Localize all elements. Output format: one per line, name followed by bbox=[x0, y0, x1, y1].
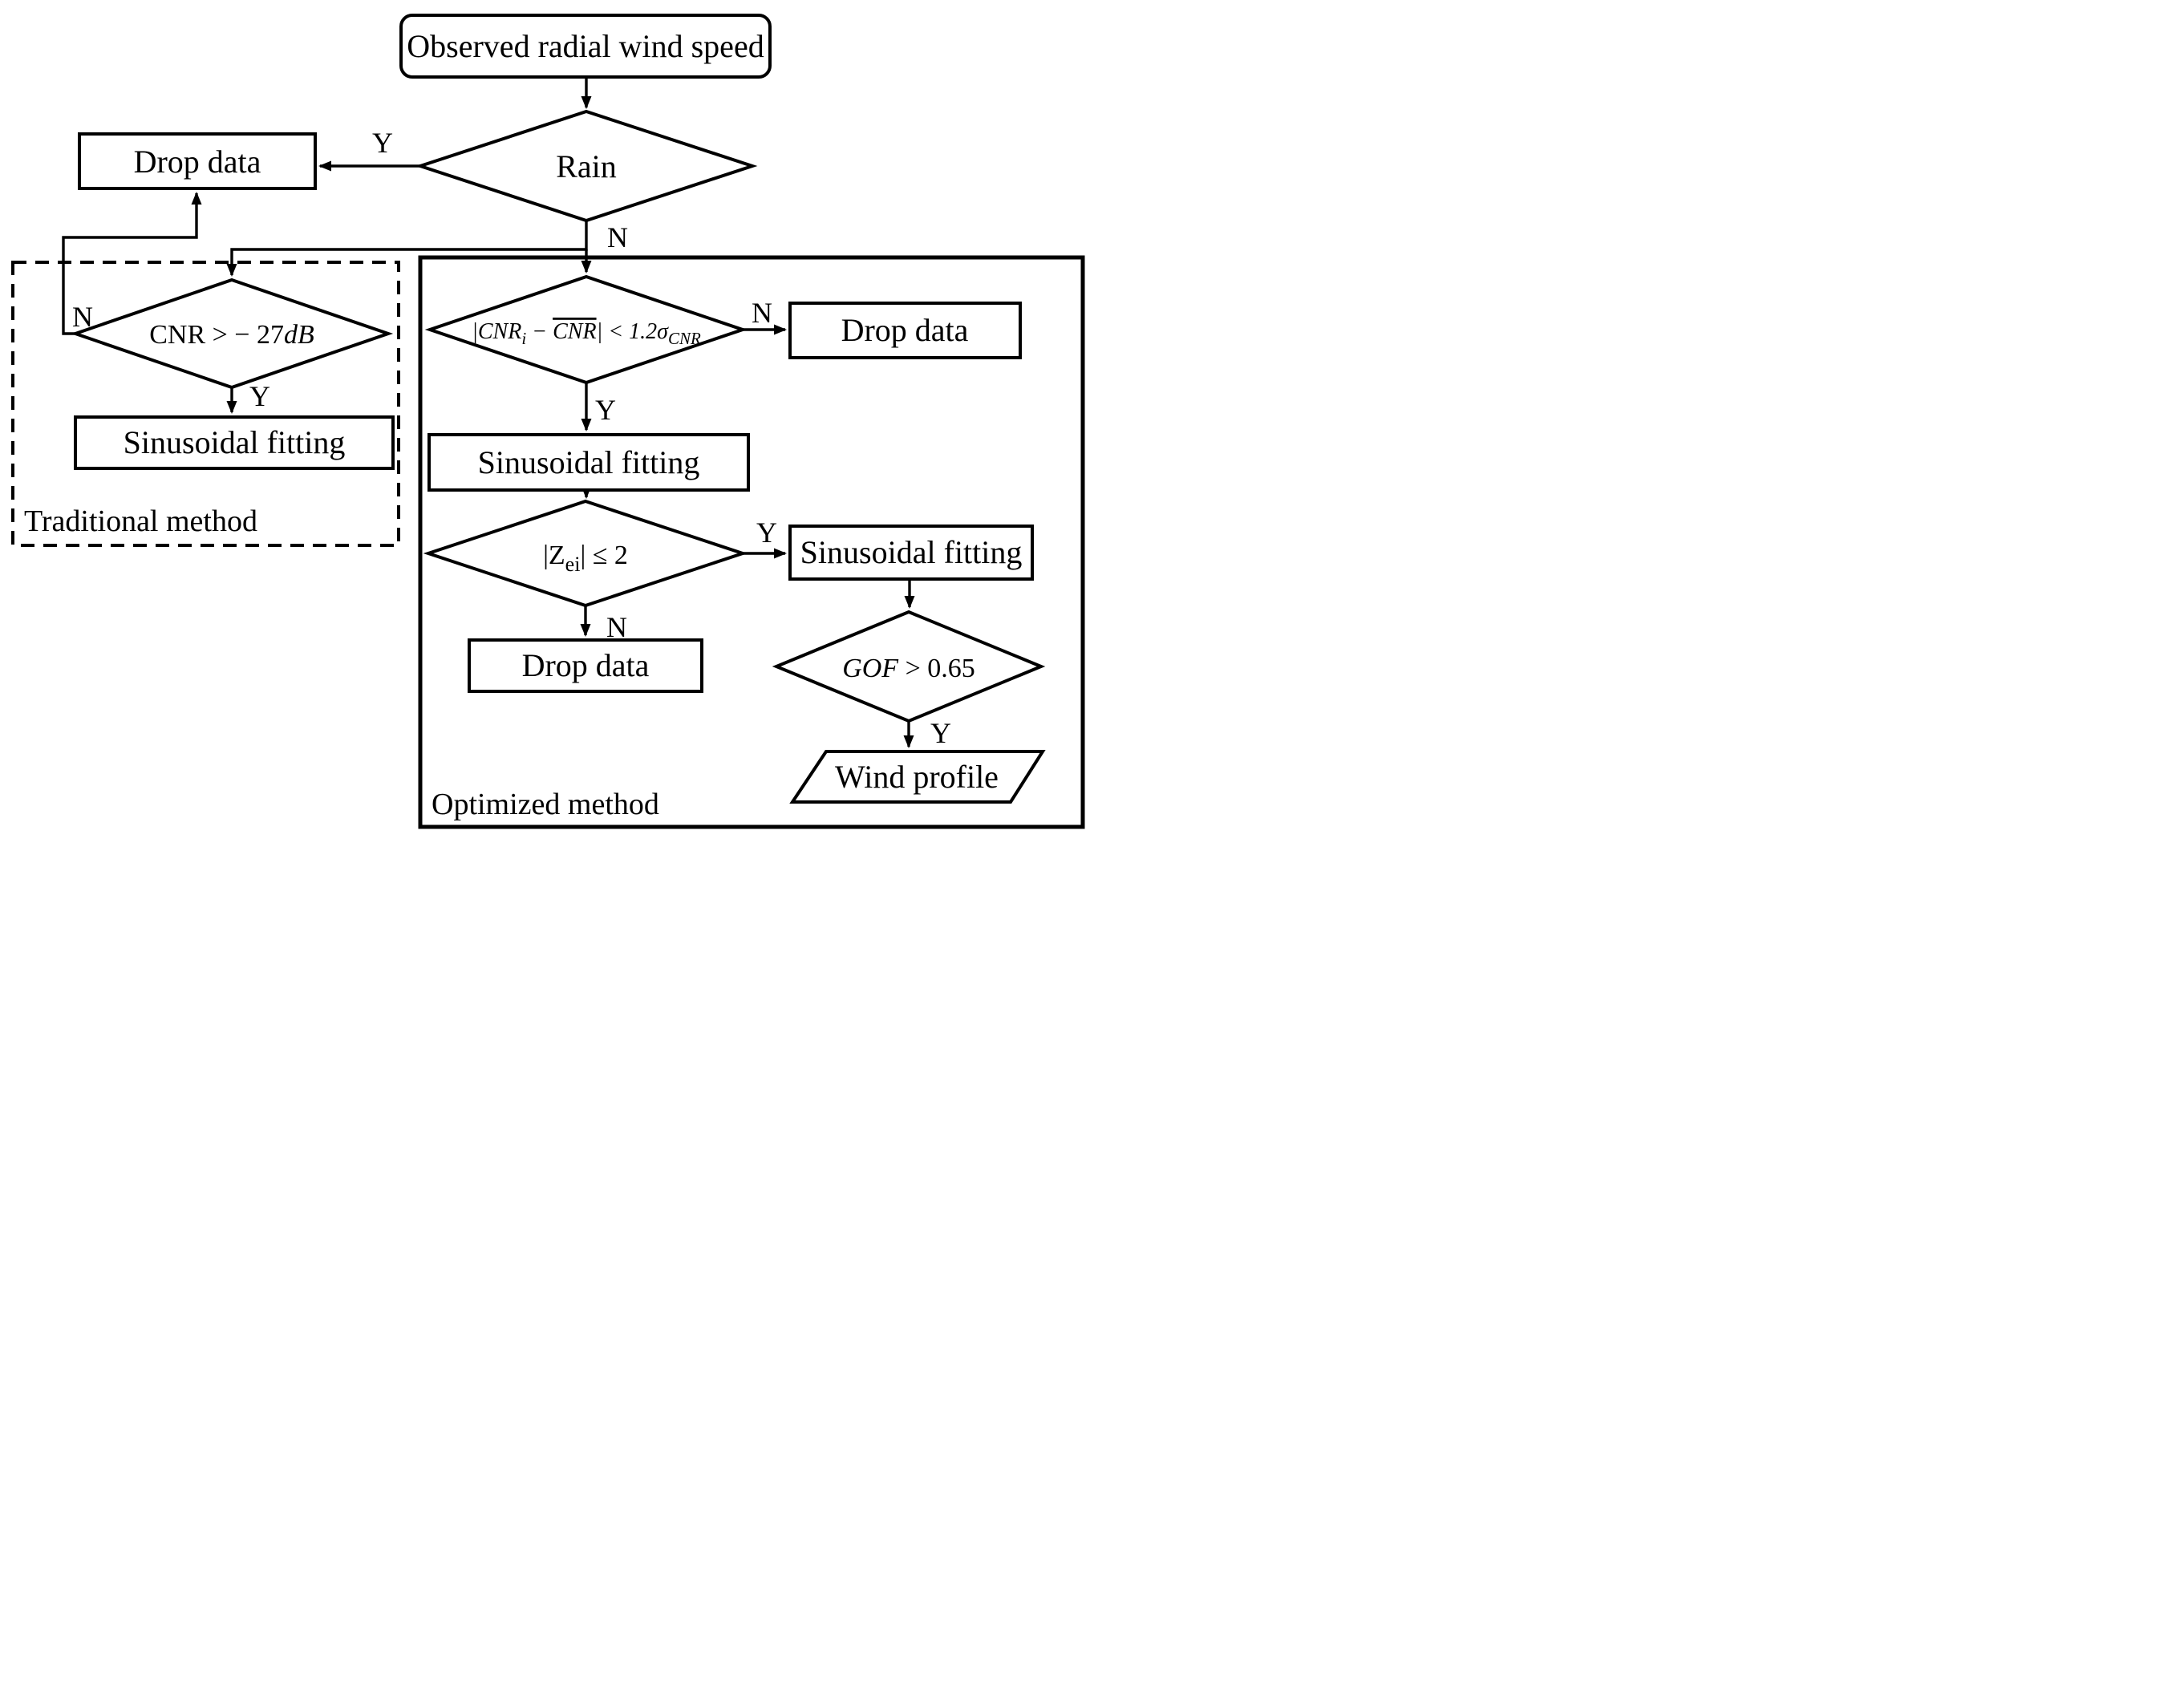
edge-cnr-no-to-drop bbox=[62, 192, 202, 335]
sinusoidal-fitting-optimized-2-label: Sinusoidal fitting bbox=[800, 534, 1023, 570]
cnri-open: |CNR bbox=[472, 319, 521, 344]
gof-italic: GOF bbox=[842, 654, 899, 683]
cnri-subscript-i: i bbox=[521, 329, 526, 348]
cnr-threshold-decision-diamond bbox=[70, 277, 394, 390]
sinusoidal-fitting-box-traditional bbox=[74, 415, 395, 470]
cnr-threshold-roman: CNR > − 27 bbox=[149, 320, 284, 350]
cnri-sigma-subscript: CNR bbox=[668, 329, 701, 348]
cnr-no-label: N bbox=[72, 301, 93, 333]
sinusoidal-fitting-traditional-label: Sinusoidal fitting bbox=[124, 424, 346, 460]
cnri-minus: − bbox=[526, 319, 553, 344]
z-score-label: |Zei| ≤ 2 bbox=[543, 541, 628, 576]
cnr-threshold-italic: dB bbox=[284, 320, 314, 350]
rain-no-label: N bbox=[607, 221, 628, 253]
gof-yes-label: Y bbox=[930, 717, 951, 749]
traditional-method-frame bbox=[11, 261, 400, 547]
wind-profile-output-parallelogram bbox=[789, 750, 1046, 804]
flowchart-svg: Observed radial wind speed Rain Drop dat… bbox=[11, 14, 1085, 829]
start-node-observed-radial-wind-speed bbox=[399, 14, 772, 79]
z-no-label: N bbox=[606, 611, 627, 643]
sinusoidal-fitting-box-optimized-1 bbox=[427, 433, 750, 492]
optimized-method-label: Optimized method bbox=[432, 788, 659, 821]
z-yes-label: Y bbox=[756, 516, 777, 549]
cnri-close: | < 1.2σ bbox=[597, 319, 670, 344]
gof-label: GOF > 0.65 bbox=[842, 654, 975, 683]
gof-decision-diamond bbox=[772, 610, 1046, 723]
optimized-method-frame bbox=[418, 255, 1085, 829]
cnr-deviation-label: |CNRi − CNR| < 1.2σCNR bbox=[472, 319, 701, 348]
gof-threshold: > 0.65 bbox=[898, 654, 975, 683]
drop-data-bottom-label: Drop data bbox=[522, 647, 650, 683]
cnr-yes-label: Y bbox=[249, 380, 270, 412]
drop-data-box-bottom bbox=[468, 638, 703, 693]
cnr-deviation-decision-diamond bbox=[424, 274, 748, 385]
z-open: |Z bbox=[543, 541, 565, 570]
drop-data-box-right bbox=[788, 302, 1022, 359]
rain-decision-label: Rain bbox=[556, 148, 617, 184]
cnri-no-label: N bbox=[752, 297, 772, 329]
drop-data-top-left-label: Drop data bbox=[134, 144, 261, 180]
flowchart-canvas: Observed radial wind speed Rain Drop dat… bbox=[0, 0, 1092, 840]
traditional-method-label: Traditional method bbox=[24, 504, 257, 538]
start-node-label: Observed radial wind speed bbox=[407, 28, 764, 64]
z-close: | ≤ 2 bbox=[580, 541, 627, 570]
z-subscript-ei: ei bbox=[565, 553, 581, 576]
cnri-mean-overline: CNR bbox=[553, 319, 596, 344]
sinusoidal-fitting-box-optimized-2 bbox=[788, 525, 1034, 581]
rain-yes-label: Y bbox=[372, 127, 393, 159]
sinusoidal-fitting-optimized-1-label: Sinusoidal fitting bbox=[478, 444, 700, 480]
wind-profile-label: Wind profile bbox=[835, 759, 999, 795]
edge-rain-no-to-cnr bbox=[226, 221, 588, 277]
drop-data-right-label: Drop data bbox=[841, 312, 969, 348]
rain-decision-diamond bbox=[415, 109, 758, 223]
cnri-yes-label: Y bbox=[595, 394, 616, 426]
cnr-threshold-label: CNR > − 27dB bbox=[149, 320, 314, 350]
z-score-decision-diamond bbox=[423, 499, 748, 608]
drop-data-box-top-left bbox=[78, 132, 317, 190]
